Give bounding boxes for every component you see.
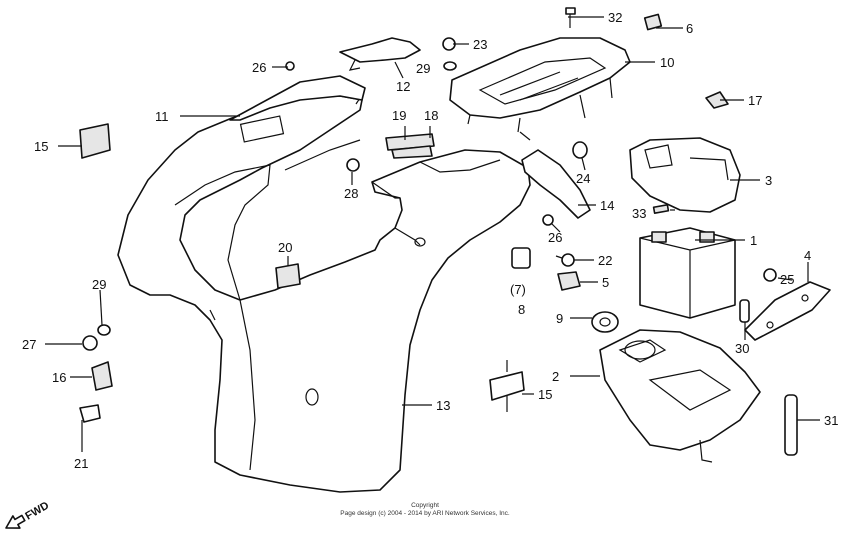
clip-part-6 (643, 13, 663, 31)
band-part-33 (652, 204, 670, 214)
callout-11: 11 (155, 109, 169, 124)
callout-25: 25 (780, 272, 794, 287)
callout-2: 2 (552, 369, 559, 384)
label-part-16 (91, 361, 113, 391)
callout-27: 27 (22, 337, 36, 352)
copyright-line-2: Page design (c) 2004 - 2014 by ARI Netwo… (340, 510, 510, 517)
label-part-20 (275, 263, 301, 289)
battery-case-part-2 (599, 329, 761, 463)
callout-labels: 32 6 23 26 29 12 10 11 17 15 19 18 24 3 … (22, 10, 838, 471)
bracket-part-15-lower (489, 360, 525, 412)
bolt-part-27 (82, 335, 98, 351)
hose-part-31 (784, 394, 798, 456)
carrier-rack-part-10 (449, 37, 631, 141)
cover-part-11 (229, 75, 366, 121)
bolt-part-21 (79, 404, 101, 423)
side-bracket-part-14 (521, 149, 591, 219)
callout-6: 6 (686, 21, 693, 36)
arrow-left-icon (5, 514, 26, 529)
callout-8: 8 (518, 302, 525, 317)
label-part-18-19 (385, 133, 435, 159)
grommet-part-24 (572, 141, 588, 159)
leader-lines (45, 16, 820, 452)
forward-direction-indicator: FWD (5, 500, 51, 529)
callout-20: 20 (278, 240, 292, 255)
bracket-part-7 (511, 247, 531, 269)
callout-19: 19 (392, 108, 406, 123)
clamp-part-5 (557, 271, 581, 291)
callout-28: 28 (344, 186, 358, 201)
label-part-17 (705, 91, 729, 109)
callout-14: 14 (600, 198, 614, 213)
nut-part-28 (346, 158, 360, 172)
callout-29-top: 29 (416, 61, 430, 76)
callout-16: 16 (52, 370, 66, 385)
callout-9: 9 (556, 311, 563, 326)
washer-part-29-top (443, 61, 457, 71)
callout-15-lower: 15 (538, 387, 552, 402)
copyright-line-1: Copyright (411, 502, 439, 509)
callout-7: (7) (510, 282, 526, 297)
fwd-label: FWD (23, 500, 51, 523)
callout-13: 13 (436, 398, 450, 413)
washer-part-29-left (97, 324, 111, 336)
screw-part-26-mid (542, 214, 554, 226)
callout-29-left: 29 (92, 277, 106, 292)
bolt-part-26-top (285, 61, 295, 71)
bolt-part-32 (565, 7, 576, 28)
caution-label-part-15 (79, 123, 111, 159)
callout-3: 3 (765, 173, 772, 188)
callout-12: 12 (396, 79, 410, 94)
callout-31: 31 (824, 413, 838, 428)
callout-24: 24 (576, 171, 590, 186)
callout-33: 33 (632, 206, 646, 221)
battery-part-1 (639, 227, 736, 319)
rear-fender-part-13 (117, 89, 531, 493)
callout-26-mid: 26 (548, 230, 562, 245)
callout-4: 4 (804, 248, 811, 263)
callout-26-top: 26 (252, 60, 266, 75)
callout-1: 1 (750, 233, 757, 248)
bolt-part-22 (555, 253, 575, 267)
callout-32: 32 (608, 10, 622, 25)
callout-21: 21 (74, 456, 88, 471)
callout-30: 30 (735, 341, 749, 356)
callout-22: 22 (598, 253, 612, 268)
grommet-part-25 (763, 268, 777, 282)
battery-cover-part-3 (629, 137, 741, 213)
callout-18: 18 (424, 108, 438, 123)
nut-part-9 (591, 311, 619, 333)
callout-23: 23 (473, 37, 487, 52)
callout-17: 17 (748, 93, 762, 108)
callout-15-left: 15 (34, 139, 48, 154)
tube-part-30 (739, 299, 750, 323)
bracket-part-4 (744, 281, 831, 341)
bracket-part-12 (339, 37, 421, 71)
copyright-footer: Copyright Page design (c) 2004 - 2014 by… (340, 502, 510, 517)
callout-10: 10 (660, 55, 674, 70)
callout-5: 5 (602, 275, 609, 290)
